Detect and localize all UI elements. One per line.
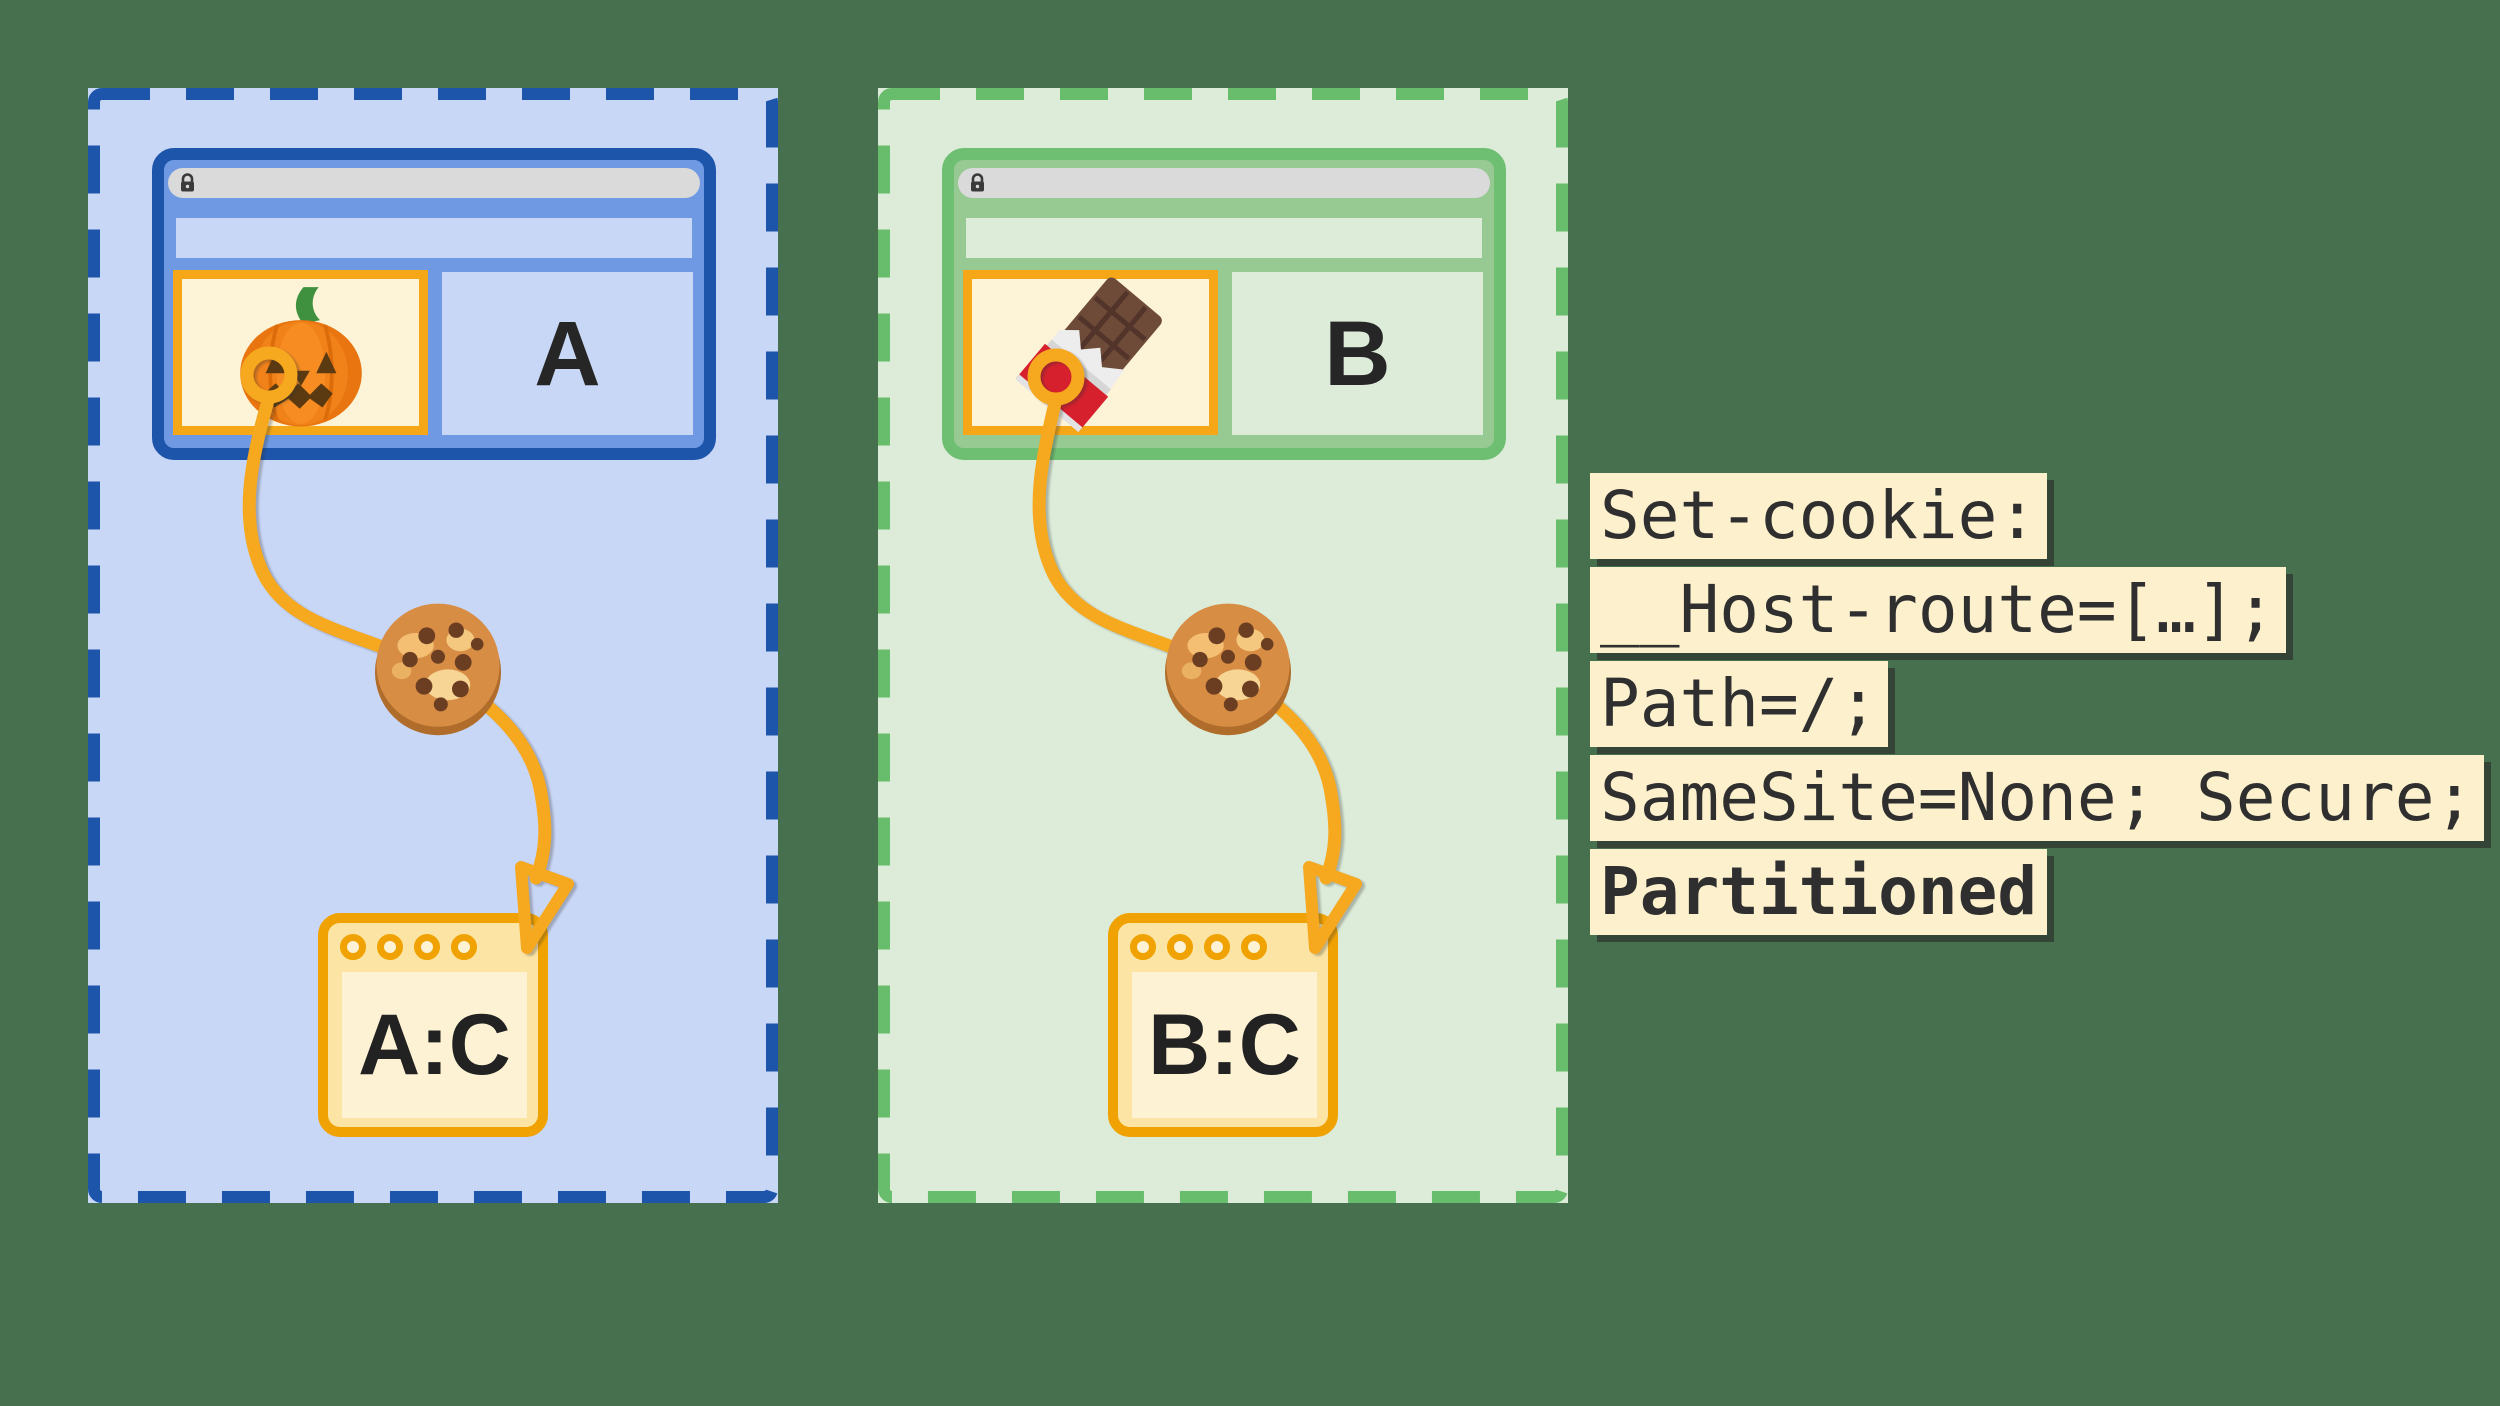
toolbar-strip xyxy=(176,218,692,258)
store-partition-panel-a: A:C xyxy=(342,972,527,1118)
partition-b-dashed-border xyxy=(878,88,1568,1203)
code-line-partitioned: Partitioned xyxy=(1590,849,2048,935)
url-bar xyxy=(958,168,1490,198)
store-dot xyxy=(377,934,403,960)
store-dot xyxy=(1130,934,1156,960)
browser-window-a: A xyxy=(152,148,716,460)
arrowhead-icon xyxy=(515,861,574,954)
store-dot xyxy=(1241,934,1267,960)
attachment-ring-icon xyxy=(240,346,298,404)
store-dot xyxy=(451,934,477,960)
code-line-host-route: __Host-route=[…]; xyxy=(1590,567,2286,653)
store-dot xyxy=(1204,934,1230,960)
site-label-panel-b: B xyxy=(1232,272,1483,435)
site-letter-a: A xyxy=(534,302,601,405)
set-cookie-code-block: Set-cookie: __Host-route=[…]; Path=/; Sa… xyxy=(1590,473,2485,943)
site-letter-b: B xyxy=(1324,302,1391,405)
store-dot xyxy=(340,934,366,960)
cookie-icon xyxy=(375,603,501,736)
lock-icon xyxy=(181,173,194,192)
embedded-iframe-a xyxy=(173,270,428,435)
store-dot xyxy=(1167,934,1193,960)
cookie-store-b: B:C xyxy=(1108,913,1338,1137)
store-partition-panel-b: B:C xyxy=(1132,972,1317,1118)
lock-icon xyxy=(971,173,984,192)
toolbar-strip xyxy=(966,218,1482,258)
store-key-b: B:C xyxy=(1148,997,1301,1093)
store-dot xyxy=(414,934,440,960)
code-line-samesite-secure: SameSite=None; Secure; xyxy=(1590,755,2485,841)
site-label-panel-a: A xyxy=(442,272,693,435)
arrowhead-icon xyxy=(1303,861,1362,954)
cookie-icon xyxy=(1165,603,1291,736)
store-key-a: A:C xyxy=(358,997,511,1093)
attachment-ring-icon xyxy=(1027,348,1085,406)
partition-site-a: A A:C xyxy=(88,88,778,1203)
partition-site-b: B B:C xyxy=(878,88,1568,1203)
code-line-set-cookie: Set-cookie: xyxy=(1590,473,2048,559)
browser-window-b: B xyxy=(942,148,1506,460)
partition-a-dashed-border xyxy=(88,88,778,1203)
cookie-store-a: A:C xyxy=(318,913,548,1137)
url-bar xyxy=(168,168,700,198)
code-line-path: Path=/; xyxy=(1590,661,1889,747)
